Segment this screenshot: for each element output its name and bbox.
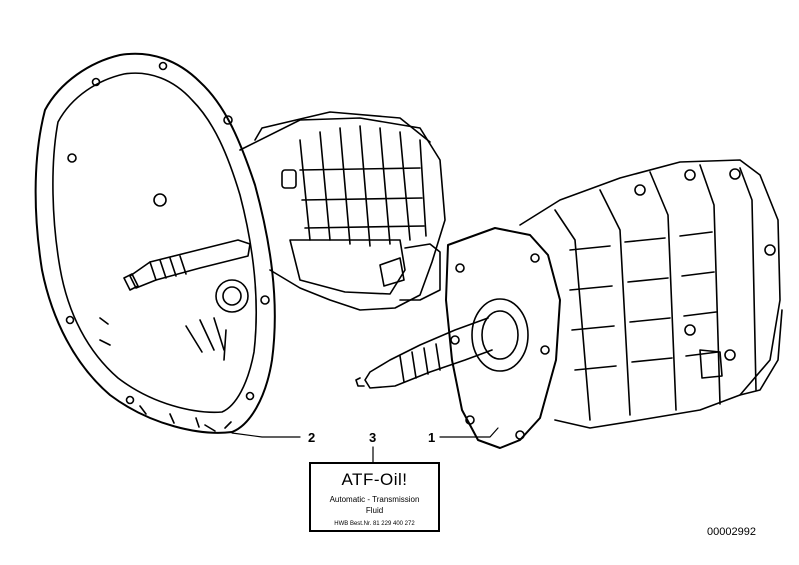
transmission-with-bell-housing xyxy=(34,52,446,434)
label-part-number: HWB Best.Nr. 81 229 400 272 xyxy=(334,521,415,527)
label-title: ATF-Oil! xyxy=(341,470,408,489)
leader-line-1 xyxy=(439,427,499,438)
callout-number: 2 xyxy=(308,430,316,445)
leader-lines xyxy=(231,427,499,463)
label-description: Fluid xyxy=(365,506,384,515)
label-description: Automatic - Transmission xyxy=(329,495,420,504)
callout-number: 1 xyxy=(428,430,436,445)
diagram-id: 00002992 xyxy=(707,526,756,538)
callout-number: 3 xyxy=(369,430,377,445)
atf-oil-label: ATF-Oil! Automatic - Transmission Fluid … xyxy=(309,462,440,532)
transmission-without-bell-housing xyxy=(355,159,783,449)
leader-line-2 xyxy=(231,432,301,438)
